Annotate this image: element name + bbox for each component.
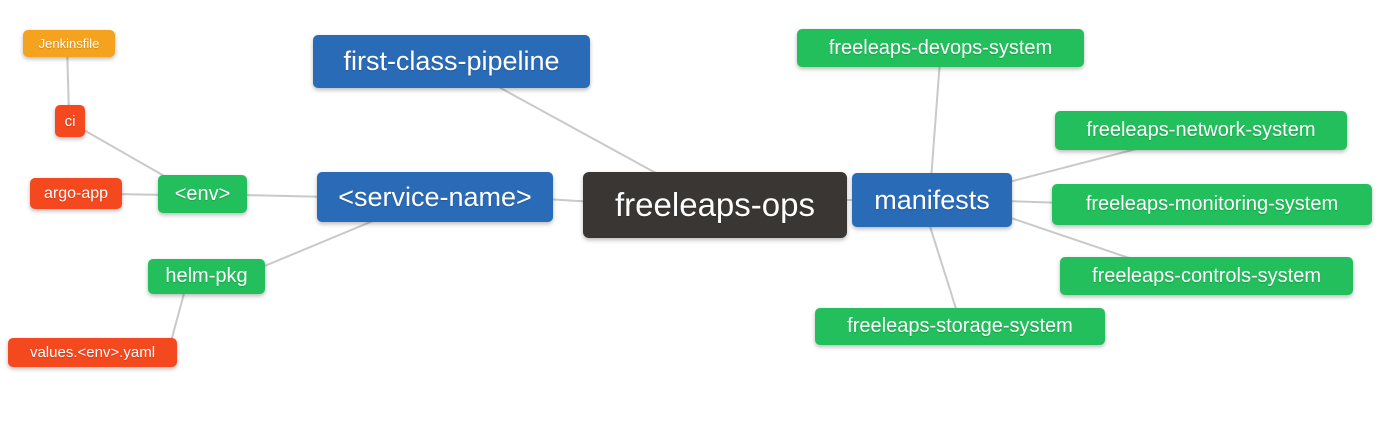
node-freeleaps-network-system[interactable]: freeleaps-network-system xyxy=(1055,111,1347,150)
node-freeleaps-devops-system[interactable]: freeleaps-devops-system xyxy=(797,29,1084,67)
node-service-name[interactable]: <service-name> xyxy=(317,172,553,222)
edge-network-manifests xyxy=(1004,147,1141,184)
edge-controls-manifests xyxy=(1004,215,1136,261)
edge-pipeline-ops xyxy=(494,84,666,179)
node-first-class-pipeline[interactable]: first-class-pipeline xyxy=(313,35,590,88)
node-env[interactable]: <env> xyxy=(158,175,247,213)
node-freeleaps-monitoring-system[interactable]: freeleaps-monitoring-system xyxy=(1052,184,1372,225)
edge-devops-manifests xyxy=(930,59,941,181)
node-manifests[interactable]: manifests xyxy=(852,173,1012,227)
node-jenkinsfile[interactable]: Jenkinsfile xyxy=(23,30,115,57)
node-freeleaps-storage-system[interactable]: freeleaps-storage-system xyxy=(815,308,1105,345)
edge-valuesyaml-helmpkg xyxy=(169,289,186,346)
edge-env-servicename xyxy=(239,194,331,198)
node-helm-pkg[interactable]: helm-pkg xyxy=(148,259,265,294)
edge-helmpkg-servicename xyxy=(254,217,381,271)
node-argo-app[interactable]: argo-app xyxy=(30,178,122,209)
node-freeleaps-controls-system[interactable]: freeleaps-controls-system xyxy=(1060,257,1353,295)
node-values-env-yaml[interactable]: values.<env>.yaml xyxy=(8,338,177,367)
edge-storage-manifests xyxy=(927,219,959,316)
node-freeleaps-ops-root[interactable]: freeleaps-ops xyxy=(583,172,847,238)
node-ci[interactable]: ci xyxy=(55,105,85,137)
